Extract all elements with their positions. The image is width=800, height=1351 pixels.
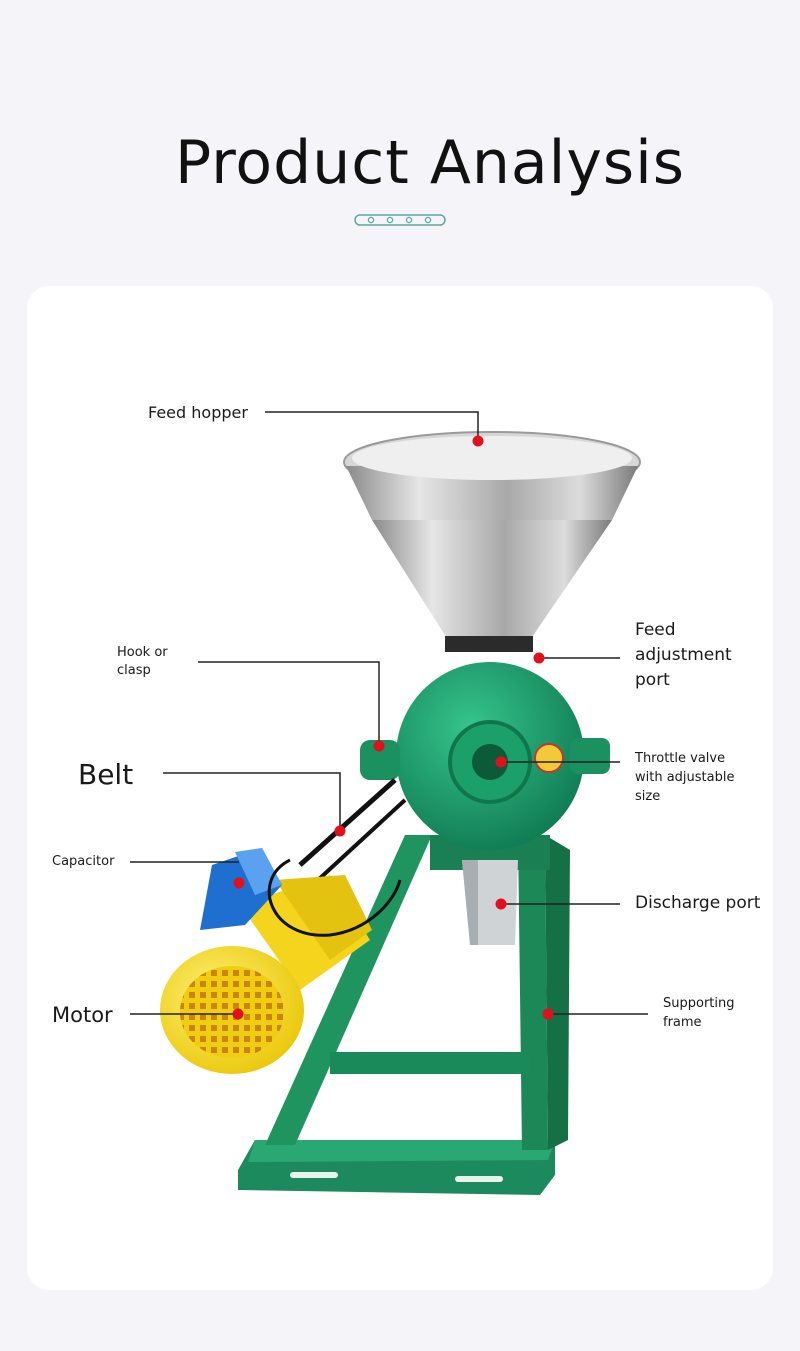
label-motor: Motor bbox=[52, 1003, 113, 1027]
label-discharge-port: Discharge port bbox=[635, 893, 761, 913]
label-belt: Belt bbox=[78, 758, 134, 791]
label-feed-hopper: Feed hopper bbox=[148, 403, 248, 422]
label-feed-adjustment-port: Feed adjustment port bbox=[635, 620, 732, 690]
page-title: Product Analysis bbox=[174, 128, 686, 199]
dots-divider-icon bbox=[354, 214, 446, 226]
label-capacitor: Capacitor bbox=[52, 854, 115, 869]
label-supporting-frame: Supporting frame bbox=[663, 996, 735, 1030]
label-hook-or-clasp: Hook or clasp bbox=[117, 645, 168, 678]
label-throttle-valve: Throttle valve with adjustable size bbox=[635, 751, 735, 804]
